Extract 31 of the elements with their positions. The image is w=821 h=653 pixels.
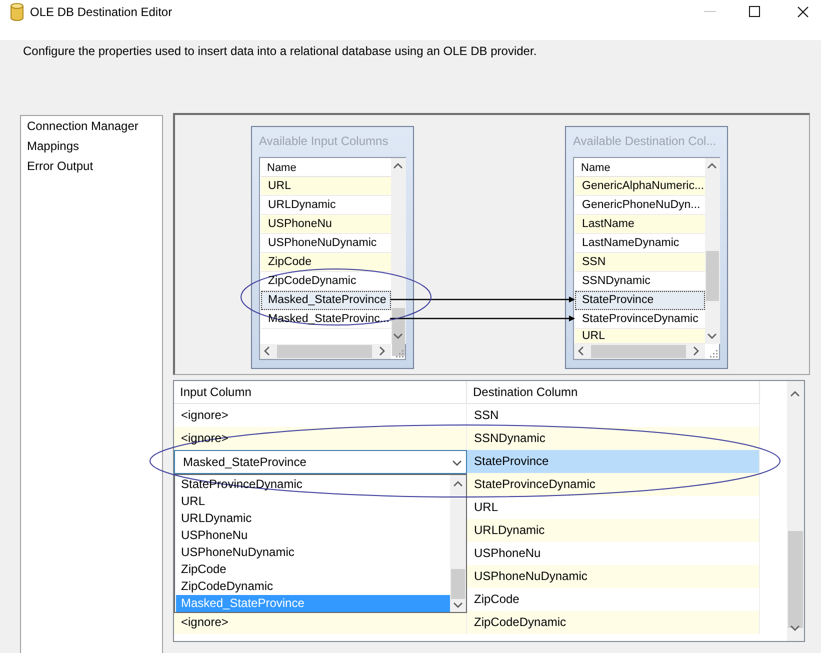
destination-cell: URLDynamic [467, 519, 760, 542]
panel-title: Available Input Columns [259, 134, 388, 148]
destination-cell: SSNDynamic [467, 427, 760, 450]
connector-arrow [390, 316, 575, 322]
connector-arrow [390, 296, 575, 302]
destination-cell: ZipCodeDynamic [467, 611, 760, 634]
column-row: SSN [575, 253, 705, 272]
navigation-item: Error Output [27, 159, 94, 173]
destination-cell: StateProvinceDynamic [467, 473, 760, 496]
column-row: ZipCode [261, 253, 391, 272]
destination-cell: USPhoneNuDynamic [467, 565, 760, 588]
column-list-panel [251, 126, 414, 369]
column-list-panel [565, 126, 728, 369]
column-row: GenericAlphaNumeric... [575, 177, 705, 196]
column-row: USPhoneNu [261, 215, 391, 234]
column-row: LastName [575, 215, 705, 234]
column-row: StateProvince [575, 291, 705, 310]
dropdown-option: Masked_StateProvince [176, 595, 450, 612]
input-cell: <ignore> [174, 611, 467, 634]
column-row: Masked_StateProvince [261, 291, 391, 310]
column-header: Destination Column [467, 381, 760, 404]
column-header: Input Column [174, 381, 467, 404]
panel-title: Available Destination Col... [573, 134, 716, 148]
description-text: Configure the properties used to insert data into a relational database using an OLE DB provider. [23, 44, 537, 58]
navigation-item: Mappings [27, 139, 80, 153]
navigation-item: Connection Manager [27, 119, 138, 133]
column-row: URL [261, 177, 391, 196]
destination-cell: StateProvince [467, 450, 760, 473]
combo-box: Masked_StateProvince [174, 450, 467, 474]
column-row: URL [575, 329, 705, 344]
window-title: OLE DB Destination Editor [30, 5, 172, 19]
